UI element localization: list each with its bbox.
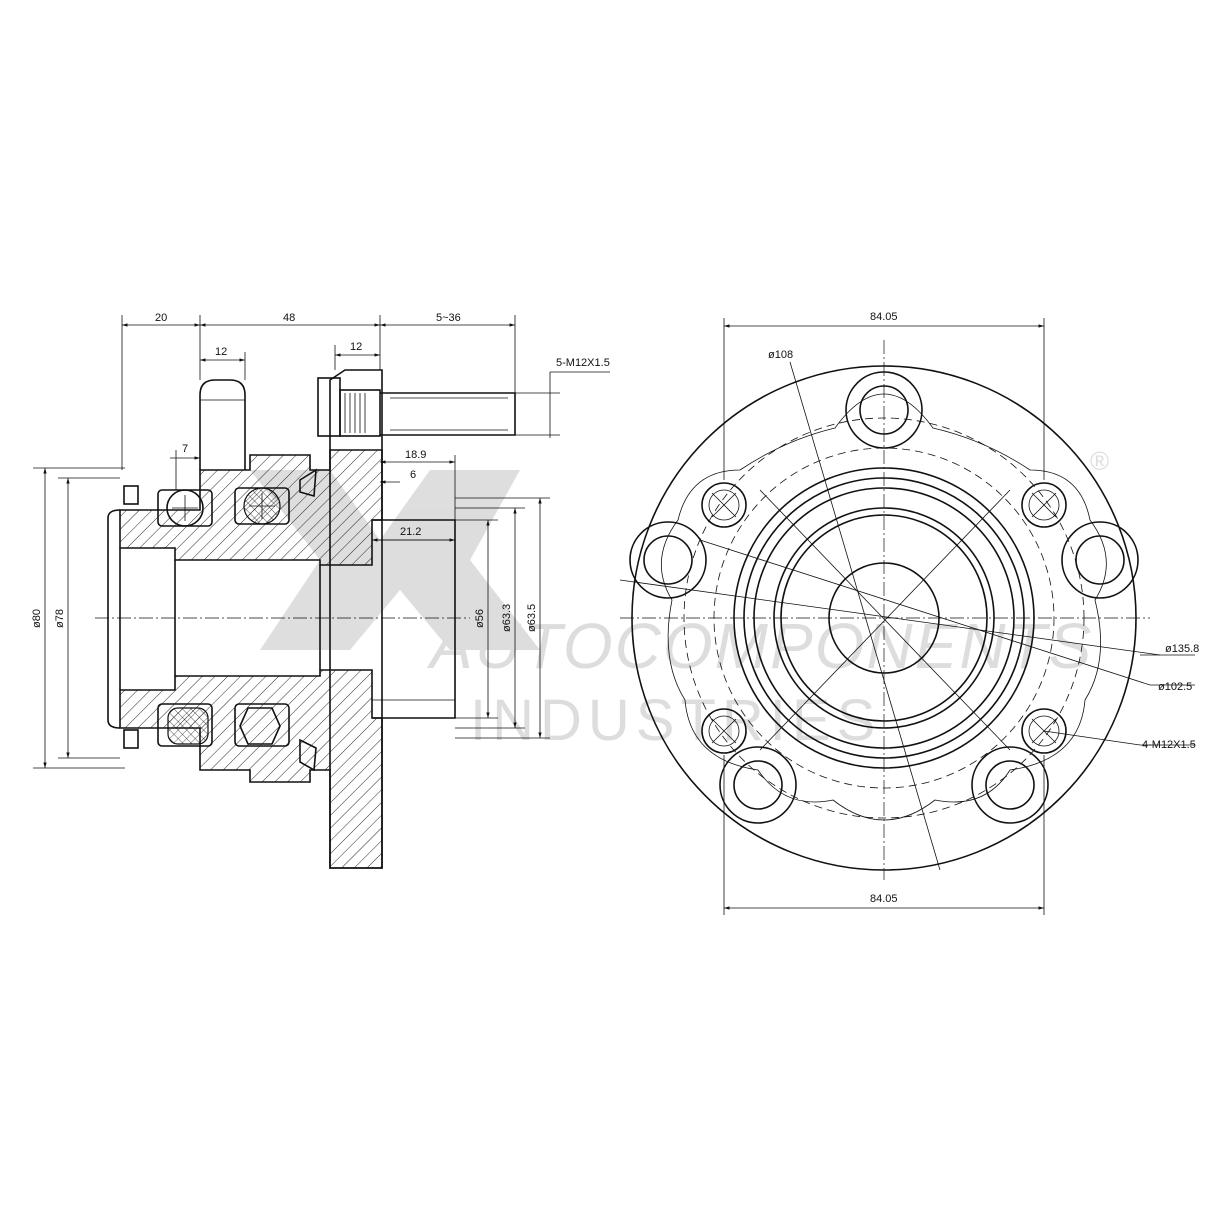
outer-flange-circle xyxy=(631,365,1137,871)
dim-5-36: 5~36 xyxy=(436,312,461,324)
dim-threaded-holes: 4-M12X1.5 xyxy=(1142,739,1196,751)
knuckle-outline xyxy=(661,393,1107,821)
dim-dia-63-5: ø63.5 xyxy=(526,604,538,632)
stud-holes xyxy=(629,371,1139,824)
front-leader-lines xyxy=(619,361,1195,871)
front-view: 84.05 84.05 ø108 ø135.8 ø102.5 4-M12X1.5 xyxy=(619,311,1199,915)
dim-bottom-width: 84.05 xyxy=(870,893,898,905)
dim-12-left: 12 xyxy=(215,346,227,358)
dim-dia-135-8: ø135.8 xyxy=(1165,643,1199,655)
watermark-line2: INDUSTRIES xyxy=(470,688,881,753)
dim-dia-102-5: ø102.5 xyxy=(1158,681,1192,693)
side-dimension-lines xyxy=(33,315,610,769)
flange-plate xyxy=(329,369,383,869)
dim-12-right: 12 xyxy=(350,341,362,353)
hub-spigot xyxy=(372,519,456,719)
bearing-balls-bottom xyxy=(157,703,290,747)
dim-stud-thread: 5-M12X1.5 xyxy=(556,357,610,369)
dim-6: 6 xyxy=(410,469,416,481)
side-section-view: 20 48 5~36 12 12 7 18.9 6 21.2 5-M12X1.5… xyxy=(31,312,610,869)
wheel-stud xyxy=(317,377,516,437)
dim-dia-80: ø80 xyxy=(31,609,43,628)
hub-bore xyxy=(107,509,321,729)
dim-21-2: 21.2 xyxy=(400,526,421,538)
hub-outer-ring xyxy=(733,467,1035,769)
bolt-pitch-circle xyxy=(683,417,1085,819)
dim-dia-56: ø56 xyxy=(474,609,486,628)
front-dimension-lines xyxy=(723,318,1045,915)
watermark-registered-mark: ® xyxy=(1090,446,1109,476)
threaded-holes xyxy=(701,482,1067,754)
bearing-balls-top xyxy=(157,487,290,527)
dim-20: 20 xyxy=(155,312,167,324)
dim-top-width: 84.05 xyxy=(870,311,898,323)
outer-ring-tab xyxy=(199,379,246,470)
dim-dia-63-3: ø63.3 xyxy=(501,604,513,632)
dim-18-9: 18.9 xyxy=(405,449,426,461)
seals xyxy=(123,468,317,772)
dim-48: 48 xyxy=(283,312,295,324)
dim-dia-108: ø108 xyxy=(768,349,793,361)
hub-body-bottom xyxy=(119,669,383,869)
dim-7: 7 xyxy=(182,443,188,455)
dim-dia-78: ø78 xyxy=(54,609,66,628)
hub-center-bore xyxy=(828,562,940,674)
